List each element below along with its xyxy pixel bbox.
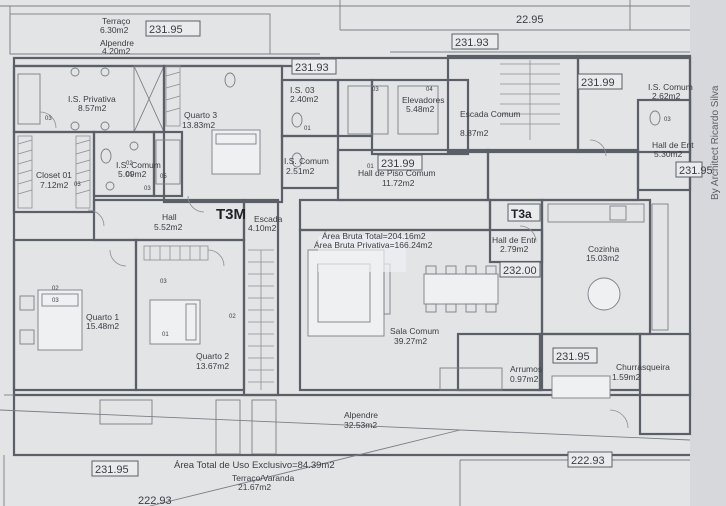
room-area: 1.59m2: [612, 372, 641, 382]
gross-area-private: Área Bruta Privativa=166.24m2: [314, 240, 433, 250]
room-name: Arrumos: [510, 364, 542, 374]
door-code: 02: [229, 314, 236, 320]
room-name: I.S. Comum: [648, 82, 693, 92]
door-code: 03: [160, 279, 167, 285]
room-area: 7.12m2: [40, 180, 69, 190]
door-codes: 03 01 03 04 03 05 02 01 03 03 01 02 03 0…: [45, 87, 671, 338]
door-code: 03: [664, 117, 671, 123]
level-label: 22.95: [516, 14, 544, 26]
room-area: 2.62m2: [652, 91, 681, 101]
room-area: 13.83m2: [182, 120, 215, 130]
room-name: I.S. Comum: [284, 156, 329, 166]
unit-tag-t3a: T3a: [511, 207, 532, 221]
level-label: 231.93: [455, 37, 489, 49]
room-area: 5.48m2: [406, 104, 435, 114]
room-name: Quarto 1: [86, 312, 119, 322]
room-name: Alpendre: [344, 410, 378, 420]
level-label: 231.95: [95, 464, 129, 476]
level-label: 231.99: [381, 158, 415, 170]
room-area: 5.30m2: [654, 149, 683, 159]
room-area: 15.03m2: [586, 253, 619, 263]
room-area: 6.30m2: [100, 25, 129, 35]
room-name: I.S. 03: [290, 85, 315, 95]
room-area: 39.27m2: [394, 336, 427, 346]
door-code: 01: [367, 164, 374, 170]
door-code: 03: [74, 182, 81, 188]
room-area: 15.48m2: [86, 321, 119, 331]
room-area: 32.53m2: [344, 420, 377, 430]
exclusive-use-area: Área Total de Uso Exclusivo=84.39m2: [174, 460, 335, 471]
door-code: 02: [126, 161, 133, 167]
room-area: 11.72m2: [382, 178, 415, 188]
room-name: Closet 01: [36, 170, 72, 180]
room-area: 8.87m2: [460, 128, 489, 138]
level-label: 231.99: [581, 77, 615, 89]
level-label: 231.95: [556, 351, 590, 363]
room-area: 4.20m2: [102, 46, 131, 56]
room-labels: Terraço 6.30m2 Alpendre 4.20m2 I.S. Priv…: [36, 16, 694, 492]
room-name: Escada: [254, 214, 283, 224]
room-name: Escada Comum: [460, 109, 520, 119]
room-area: 4.10m2: [248, 223, 277, 233]
door-code: 05: [160, 174, 167, 180]
door-code: 02: [52, 286, 59, 292]
room-name: Hall de Entr: [492, 235, 537, 245]
unit-tag-t3m: T3M: [216, 206, 246, 223]
level-label: 222.93: [571, 455, 605, 467]
room-area: 13.67m2: [196, 361, 229, 371]
room-area: 8.57m2: [78, 103, 107, 113]
gross-area-total: Área Bruta Total=204.16m2: [322, 231, 426, 241]
level-label: 232.00: [503, 265, 537, 277]
room-name: Hall de Ent: [652, 140, 694, 150]
room-name: Alpendre: [100, 38, 134, 48]
level-label: 231.95: [679, 165, 713, 177]
room-area: 2.40m2: [290, 94, 319, 104]
door-code: 04: [426, 87, 433, 93]
room-name: Elevadores: [402, 95, 445, 105]
room-name: Sala Comum: [390, 326, 439, 336]
room-name: I.S. Comum: [116, 160, 161, 170]
room-name: Cozinha: [588, 244, 619, 254]
room-name: Churrasqueira: [616, 362, 670, 372]
room-area: 21.67m2: [238, 482, 271, 492]
room-name: I.S. Privativa: [68, 94, 116, 104]
room-name: Hall: [162, 212, 177, 222]
door-code: 01: [304, 126, 311, 132]
level-label: 222.93: [138, 495, 172, 506]
level-label: 231.95: [149, 24, 183, 36]
room-area: 5.52m2: [154, 222, 183, 232]
room-area: 5.09m2: [118, 169, 147, 179]
door-code: 03: [144, 186, 151, 192]
room-name: Hall de Piso Comum: [358, 168, 435, 178]
room-name: Quarto 2: [196, 351, 229, 361]
room-area: 2.51m2: [286, 166, 315, 176]
door-code: 01: [126, 172, 133, 178]
door-code: 01: [162, 332, 169, 338]
room-name: Quarto 3: [184, 110, 217, 120]
room-area: 0.97m2: [510, 374, 539, 384]
level-label: 231.93: [295, 62, 329, 74]
room-name: Terraço/Varanda: [232, 473, 294, 483]
room-name: Terraço: [102, 16, 131, 26]
watermark: By Architect Ricardo Silva: [710, 85, 721, 200]
door-code: 03: [52, 298, 59, 304]
room-area: 2.79m2: [500, 244, 529, 254]
door-code: 03: [372, 87, 379, 93]
door-code: 03: [45, 116, 52, 122]
